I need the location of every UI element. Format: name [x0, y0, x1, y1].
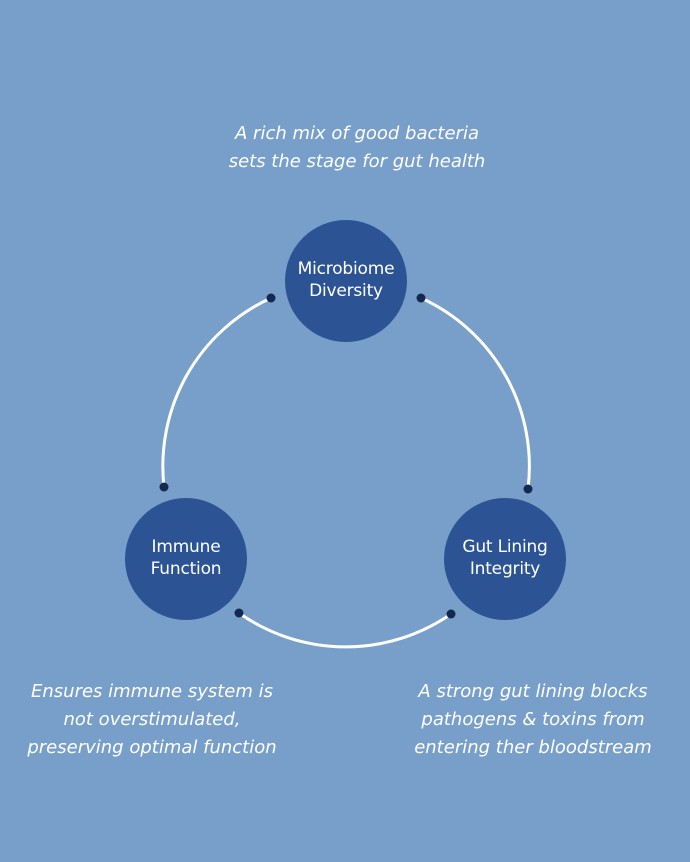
node-gut-label-line-1: Gut Lining: [462, 537, 548, 557]
node-gut-lining-integrity: [444, 498, 566, 620]
node-microbiome-label-line-2: Diversity: [309, 281, 383, 301]
connector-dot: [266, 293, 276, 303]
caption-gut-lining-line-1: A strong gut lining blocks: [418, 681, 648, 702]
node-gut-label: Gut Lining Integrity: [440, 536, 570, 580]
caption-microbiome-line-1: A rich mix of good bacteria: [235, 123, 479, 144]
connector-dot: [523, 484, 533, 494]
node-immune-function: [125, 498, 247, 620]
connector-dot: [234, 608, 244, 618]
node-gut-label-line-2: Integrity: [469, 559, 541, 579]
caption-gut-lining: A strong gut lining blocks pathogens & t…: [414, 678, 652, 762]
caption-gut-lining-line-3: entering ther bloodstream: [414, 737, 652, 758]
caption-microbiome-line-2: sets the stage for gut health: [228, 151, 486, 172]
caption-immune-line-2: not overstimulated,: [63, 709, 241, 730]
arc-microbiome-to-gut: [419, 296, 531, 491]
node-microbiome-diversity: [285, 220, 407, 342]
caption-immune: Ensures immune system is not overstimula…: [27, 678, 276, 762]
connector-dot: [159, 482, 169, 492]
connector-dot: [446, 609, 456, 619]
caption-immune-line-1: Ensures immune system is: [31, 681, 273, 702]
caption-microbiome: A rich mix of good bacteria sets the sta…: [229, 120, 486, 176]
connector-dot: [416, 293, 426, 303]
caption-gut-lining-line-2: pathogens & toxins from: [421, 709, 645, 730]
node-microbiome-label-line-1: Microbiome: [297, 259, 395, 279]
arc-gut-to-immune: [237, 611, 453, 649]
node-immune-label-line-2: Function: [150, 559, 222, 579]
node-immune-label-line-1: Immune: [151, 537, 221, 557]
node-immune-label: Immune Function: [121, 536, 251, 580]
node-microbiome-label: Microbiome Diversity: [281, 258, 411, 302]
caption-immune-line-3: preserving optimal function: [27, 737, 277, 758]
arc-immune-to-microbiome: [161, 296, 273, 489]
